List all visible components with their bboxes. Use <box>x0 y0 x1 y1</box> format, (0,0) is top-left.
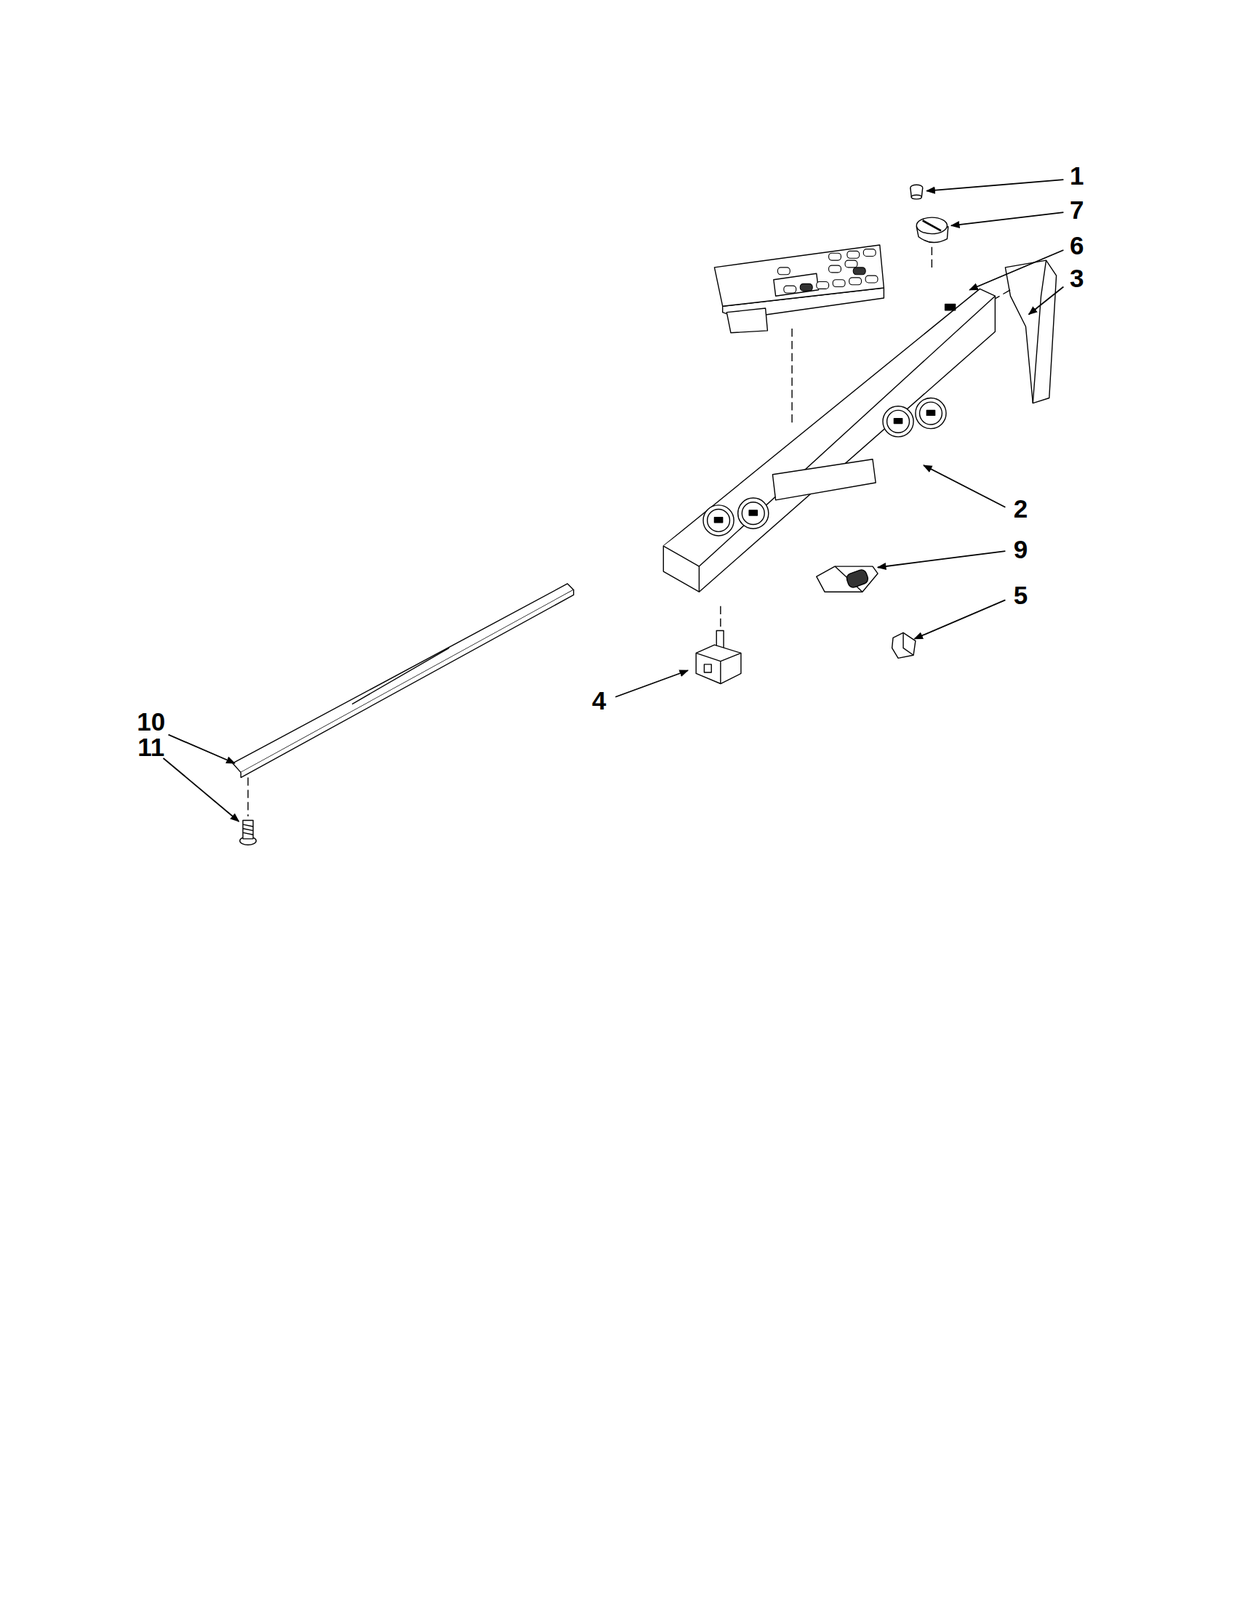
callout-number: 1 <box>1069 162 1084 189</box>
callout-number: 6 <box>1069 231 1084 258</box>
callout-number: 9 <box>1013 536 1028 563</box>
small-switch <box>892 632 916 659</box>
callout-number: 4 <box>591 687 606 713</box>
screw <box>239 821 256 846</box>
callout-number: 3 <box>1069 264 1084 291</box>
callout-number: 10 <box>136 709 166 735</box>
rocker-switch <box>816 566 878 592</box>
knob <box>916 217 949 243</box>
touch-control-panel <box>714 245 884 334</box>
callout-number: 2 <box>1013 495 1028 521</box>
leader-lines <box>163 179 1064 822</box>
mounting-bracket <box>232 583 574 779</box>
knob-cap <box>910 184 923 200</box>
end-cap <box>1005 260 1056 403</box>
callout-number: 7 <box>1069 196 1084 222</box>
infinite-switch <box>695 606 742 685</box>
callout-number: 11 <box>137 734 165 760</box>
callout-number: 5 <box>1013 582 1028 608</box>
console-panel <box>663 288 995 592</box>
